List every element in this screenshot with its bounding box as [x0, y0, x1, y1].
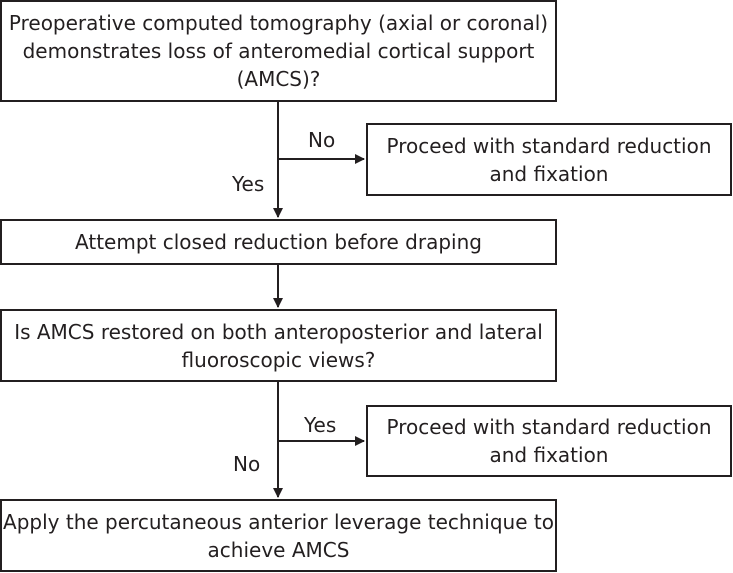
leverage-technique-box: Apply the percutaneous anterior leverage… — [0, 499, 557, 572]
label-q2-yes: Yes — [304, 413, 337, 437]
question-box-amcs: Is AMCS restored on both anteroposterior… — [0, 309, 557, 382]
question-ct-text: Preoperative computed tomography (axial … — [8, 11, 549, 91]
standard-fixation-box-1: Proceed with standard reduction and fixa… — [366, 123, 732, 196]
label-q2-no: No — [233, 452, 261, 476]
closed-reduction-box: Attempt closed reduction before draping — [0, 219, 557, 265]
closed-reduction-text: Attempt closed reduction before draping — [75, 230, 482, 254]
standard-fixation-text-2: Proceed with standard reduction and fixa… — [386, 415, 712, 467]
standard-fixation-box-2: Proceed with standard reduction and fixa… — [366, 405, 732, 477]
question-amcs-text: Is AMCS restored on both anteroposterior… — [14, 319, 543, 372]
standard-fixation-text-1: Proceed with standard reduction and fixa… — [386, 133, 712, 186]
label-q1-no: No — [308, 128, 336, 152]
leverage-technique-text: Apply the percutaneous anterior leverage… — [3, 509, 554, 562]
question-box-ct: Preoperative computed tomography (axial … — [0, 0, 557, 102]
label-q1-yes: Yes — [232, 172, 265, 196]
